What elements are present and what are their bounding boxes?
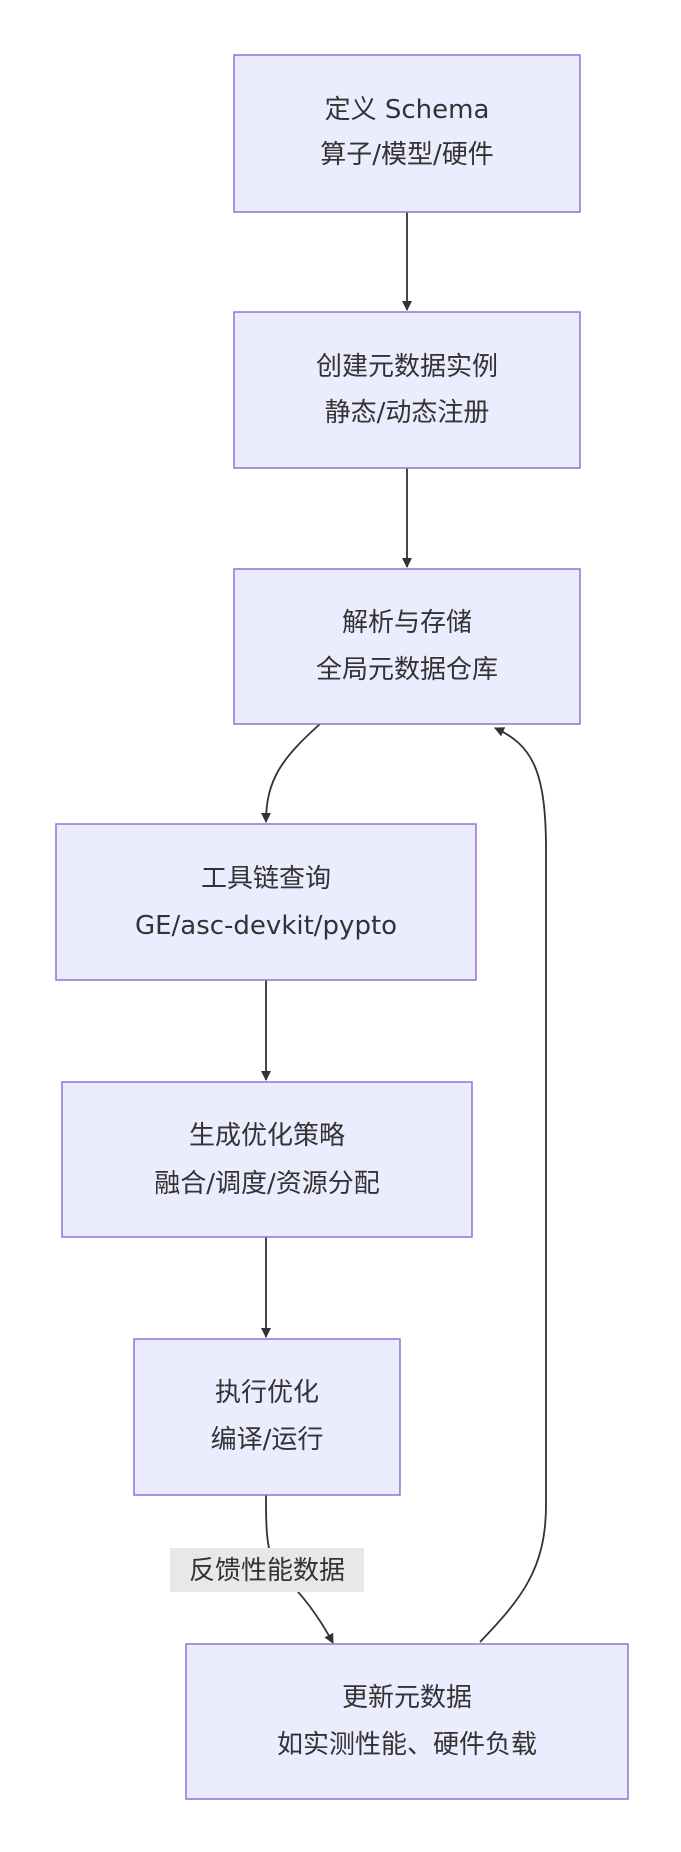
- node-subtitle: 如实测性能、硬件负载: [277, 1730, 537, 1760]
- edge-parse-to-toolchain: [261, 723, 321, 823]
- node-subtitle: 静态/动态注册: [325, 398, 490, 428]
- node-toolchain-query: 工具链查询 GE/asc-devkit/pypto: [55, 823, 477, 981]
- node-title: 更新元数据: [342, 1683, 472, 1713]
- node-execute-optimization: 执行优化 编译/运行: [133, 1338, 401, 1496]
- node-title: 定义 Schema: [325, 95, 490, 125]
- node-subtitle: 全局元数据仓库: [316, 655, 498, 685]
- node-title: 工具链查询: [201, 864, 331, 894]
- edge-label-feedback: 反馈性能数据: [170, 1548, 364, 1592]
- node-title: 创建元数据实例: [316, 352, 498, 382]
- node-title: 生成优化策略: [189, 1121, 345, 1151]
- edge-update-to-parse: [479, 727, 547, 1643]
- node-define-schema: 定义 Schema 算子/模型/硬件: [233, 54, 581, 213]
- node-parse-store: 解析与存储 全局元数据仓库: [233, 568, 581, 725]
- node-subtitle: GE/asc-devkit/pypto: [135, 911, 397, 941]
- node-title: 执行优化: [215, 1378, 319, 1408]
- node-create-instance: 创建元数据实例 静态/动态注册: [233, 311, 581, 469]
- node-update-metadata: 更新元数据 如实测性能、硬件负载: [185, 1643, 629, 1800]
- node-generate-strategy: 生成优化策略 融合/调度/资源分配: [61, 1081, 473, 1238]
- node-subtitle: 算子/模型/硬件: [320, 140, 494, 170]
- edge-label-background: [170, 1548, 364, 1592]
- node-title: 解析与存储: [342, 608, 472, 638]
- node-subtitle: 编译/运行: [211, 1425, 324, 1455]
- edge-label-text: 反馈性能数据: [189, 1556, 345, 1586]
- node-subtitle: 融合/调度/资源分配: [154, 1169, 380, 1199]
